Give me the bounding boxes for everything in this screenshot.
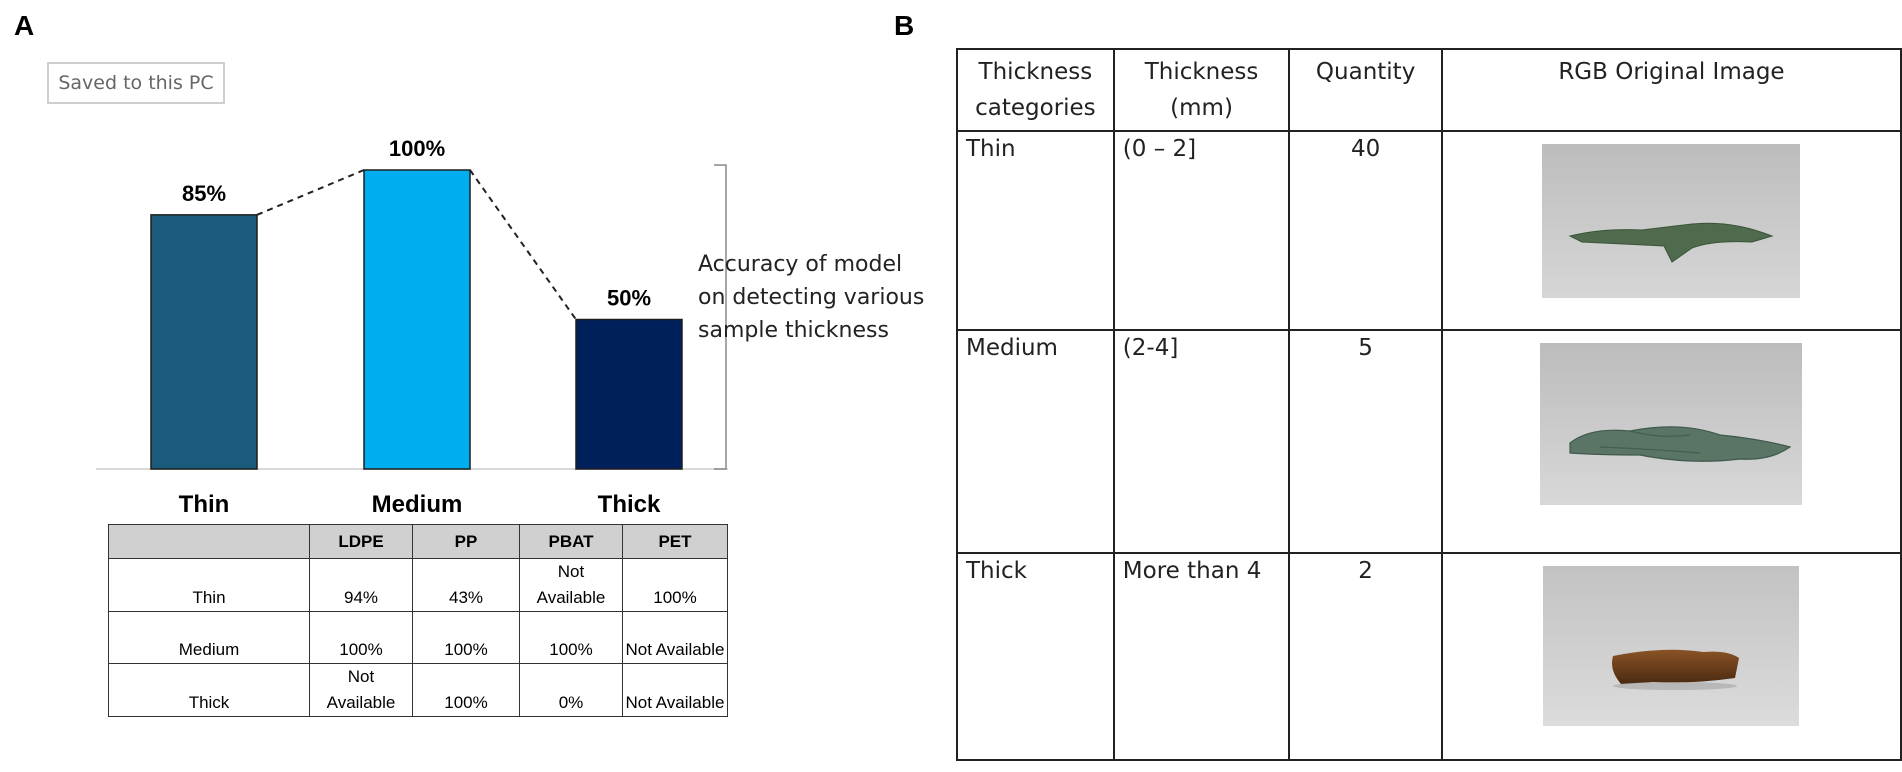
subtable-cell: 43% <box>412 558 520 612</box>
subtable-header-row: LDPE PP PBAT PET <box>108 524 728 559</box>
subtable-cell: 0% <box>519 663 623 717</box>
image-cell <box>1440 552 1902 761</box>
header-quantity: Quantity <box>1288 48 1443 132</box>
subtable-row-label: Thin <box>108 558 310 612</box>
header-thickness-mm: Thickness (mm) <box>1112 48 1291 132</box>
thin-sample-photo <box>1542 144 1801 298</box>
subtable-row-label: Medium <box>108 611 310 664</box>
subtable-header-ldpe: LDPE <box>309 524 413 559</box>
saved-status-badge: Saved to this PC <box>47 62 225 104</box>
subtable-header-blank <box>108 524 310 559</box>
subtable-cell: 94% <box>309 558 413 612</box>
category-label: Thick <box>598 491 661 518</box>
header-rgb-image: RGB Original Image <box>1440 48 1902 132</box>
bar-thin <box>150 214 258 470</box>
subtable-cell: Not Available <box>622 611 728 664</box>
image-cell <box>1440 329 1902 554</box>
subtable-cell: Not Available <box>309 663 413 717</box>
connector-line <box>469 169 577 321</box>
bar-value-label: 50% <box>607 286 651 311</box>
bar-value-label: 100% <box>389 136 445 161</box>
maintable-row-thin: Thin (0 – 2] 40 <box>956 130 1902 331</box>
thick-sample-photo <box>1543 566 1800 726</box>
subtable-row-label: Thick <box>108 663 310 717</box>
quantity-cell: 2 <box>1288 552 1443 761</box>
subtable-header-pp: PP <box>412 524 520 559</box>
maintable-header-row: Thickness categories Thickness (mm) Quan… <box>956 48 1902 132</box>
subtable-row-thin: Thin 94% 43% Not Available 100% <box>108 558 728 612</box>
image-cell <box>1440 130 1902 331</box>
maintable-row-medium: Medium (2-4] 5 <box>956 329 1902 554</box>
subtable-cell: Not Available <box>519 558 623 612</box>
subtable-cell: Not Available <box>622 663 728 717</box>
connector-line <box>256 169 365 216</box>
bar-value-label: 85% <box>182 181 226 206</box>
subtable-cell: 100% <box>309 611 413 664</box>
subtable-row-thick: Thick Not Available 100% 0% Not Availabl… <box>108 663 728 717</box>
subtable-cell: 100% <box>519 611 623 664</box>
category-cell: Medium <box>956 329 1115 554</box>
range-cell: More than 4 <box>1112 552 1291 761</box>
panel-label-a: A <box>14 10 35 41</box>
category-cell: Thin <box>956 130 1115 331</box>
subtable-header-pbat: PBAT <box>519 524 623 559</box>
material-accuracy-table: LDPE PP PBAT PET Thin 94% 43% Not Availa… <box>108 524 728 717</box>
range-cell: (2-4] <box>1112 329 1291 554</box>
category-label: Thin <box>179 491 230 518</box>
subtable-header-pet: PET <box>622 524 728 559</box>
subtable-cell: 100% <box>412 611 520 664</box>
quantity-cell: 5 <box>1288 329 1443 554</box>
bar-thick <box>575 318 683 470</box>
bar-medium <box>363 169 471 470</box>
accuracy-bar-chart: 85% Thin 100% Medium 50% Thick <box>96 136 728 518</box>
subtable-cell: 100% <box>412 663 520 717</box>
thickness-categories-table: Thickness categories Thickness (mm) Quan… <box>956 48 1902 761</box>
panel-label-b: B <box>894 10 915 41</box>
chart-annotation: Accuracy of model on detecting various s… <box>698 252 925 343</box>
subtable-row-medium: Medium 100% 100% 100% Not Available <box>108 611 728 664</box>
maintable-row-thick: Thick More than 4 2 <box>956 552 1902 761</box>
category-cell: Thick <box>956 552 1115 761</box>
quantity-cell: 40 <box>1288 130 1443 331</box>
subtable-cell: 100% <box>622 558 728 612</box>
header-thickness-categories: Thickness categories <box>956 48 1115 132</box>
category-label: Medium <box>372 491 463 518</box>
annotation-bracket <box>714 164 727 470</box>
medium-sample-photo <box>1540 343 1803 505</box>
range-cell: (0 – 2] <box>1112 130 1291 331</box>
